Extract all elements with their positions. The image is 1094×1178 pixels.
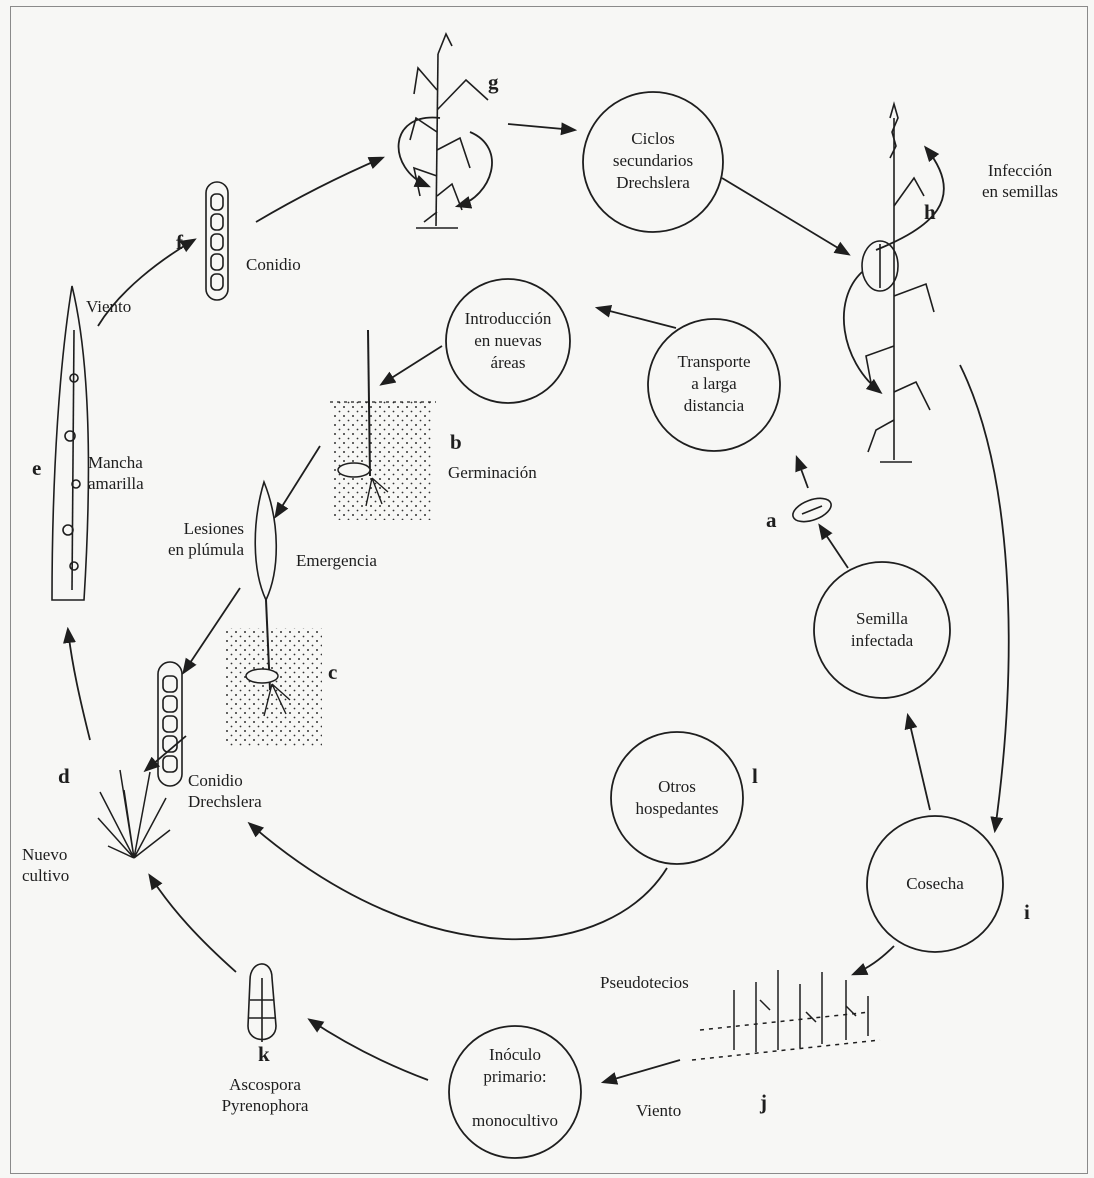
letter-a: a bbox=[766, 508, 777, 532]
arrow-ciclos-to-h bbox=[721, 177, 851, 256]
label-mancha-amarilla: Mancha amarilla bbox=[88, 453, 144, 493]
circle-cosecha bbox=[866, 815, 1004, 953]
arrow-d-to-e bbox=[63, 626, 91, 741]
letter-i: i bbox=[1024, 900, 1030, 924]
letter-j: j bbox=[760, 1090, 767, 1114]
circle-text-introduccion: Introducción en nuevas áreas bbox=[464, 309, 552, 372]
arrow-cosecha-to-j bbox=[851, 945, 895, 976]
arrow-g-right-loop bbox=[454, 131, 493, 209]
label-lesiones-plumula: Lesiones en plúmula bbox=[167, 519, 244, 559]
arrow-k-to-nuevo bbox=[148, 873, 237, 973]
circle-text-transporte: Transporte a larga distancia bbox=[677, 352, 751, 415]
label-conidio-drechslera: Conidio Drechslera bbox=[188, 771, 262, 811]
diagram-frame bbox=[10, 6, 1088, 1174]
ascospore-k-illustration bbox=[247, 963, 277, 1042]
label-infeccion-semillas: Infección en semillas bbox=[982, 161, 1059, 201]
arrow-otros-to-nuevo bbox=[247, 821, 668, 941]
arrow-c-to-conidio bbox=[182, 587, 241, 675]
conidium-f-illustration bbox=[205, 181, 229, 301]
arrow-j-to-inoculo bbox=[600, 1059, 681, 1085]
circle-text-ciclos: Ciclos secundarios Drechslera bbox=[612, 129, 694, 192]
label-pseudotecios: Pseudotecios bbox=[600, 973, 689, 992]
circle-transporte bbox=[647, 318, 781, 452]
arrow-semilla-to-a bbox=[818, 523, 849, 569]
arrow-g-left-loop bbox=[397, 116, 441, 188]
letter-f: f bbox=[176, 230, 183, 254]
conidium-drechslera-illustration bbox=[157, 661, 183, 787]
letter-h: h bbox=[924, 200, 936, 224]
circle-semilla-infectada bbox=[813, 561, 951, 699]
arrow-transporte-to-introduccion bbox=[594, 304, 677, 329]
circle-introduccion bbox=[445, 278, 571, 404]
leaf-e-illustration bbox=[51, 285, 90, 601]
plant-g-illustration bbox=[409, 32, 489, 229]
arrow-a-to-transporte bbox=[795, 454, 809, 489]
arrow-f-to-g bbox=[255, 156, 385, 223]
germination-b-illustration bbox=[330, 329, 436, 520]
label-emergencia: Emergencia bbox=[296, 551, 377, 570]
arrow-b-to-c bbox=[274, 445, 321, 519]
label-viento-bottom: Viento bbox=[636, 1101, 682, 1120]
letter-l: l bbox=[752, 764, 758, 788]
letter-b: b bbox=[450, 430, 462, 454]
circle-text-otros: Otros hospedantes bbox=[635, 777, 719, 818]
label-nuevo-cultivo: Nuevo cultivo bbox=[22, 845, 70, 885]
arrow-inoculo-to-k bbox=[307, 1018, 429, 1081]
label-conidio-f: Conidio bbox=[246, 255, 301, 274]
seedling-d-illustration bbox=[97, 769, 171, 859]
arrow-cosecha-to-semilla bbox=[904, 712, 931, 811]
circle-text-inoculo: Inóculo primario: monocultivo bbox=[472, 1045, 558, 1130]
plant-h-illustration bbox=[861, 101, 935, 463]
arrow-introduccion-to-b bbox=[379, 345, 443, 386]
letter-g: g bbox=[488, 70, 499, 94]
letter-d: d bbox=[58, 764, 70, 788]
emergence-c-illustration bbox=[226, 479, 322, 748]
seed-a-illustration bbox=[792, 497, 832, 523]
circle-ciclos-secundarios bbox=[582, 91, 724, 233]
arrow-g-to-ciclos bbox=[507, 122, 578, 136]
label-ascospora-pyrenophora: Ascospora Pyrenophora bbox=[221, 1075, 309, 1115]
letter-e: e bbox=[32, 456, 42, 480]
circle-inoculo-primario bbox=[448, 1025, 582, 1159]
circle-text-cosecha: Cosecha bbox=[906, 874, 964, 893]
arrow-e-to-f bbox=[97, 238, 197, 327]
circle-otros-hospedantes bbox=[610, 731, 744, 865]
letter-c: c bbox=[328, 660, 338, 684]
label-viento-left: Viento bbox=[86, 297, 132, 316]
arrow-conidio-to-d bbox=[143, 735, 187, 773]
label-germinacion: Germinación bbox=[448, 463, 537, 482]
arrow-h-infeccion-semillas bbox=[875, 145, 945, 251]
stubble-j-illustration bbox=[691, 970, 881, 1061]
arrow-h-lower-loop bbox=[843, 271, 883, 395]
circle-text-semilla: Semilla infectada bbox=[850, 609, 914, 650]
arrow-h-to-cosecha bbox=[959, 364, 1010, 834]
letter-k: k bbox=[258, 1042, 270, 1066]
